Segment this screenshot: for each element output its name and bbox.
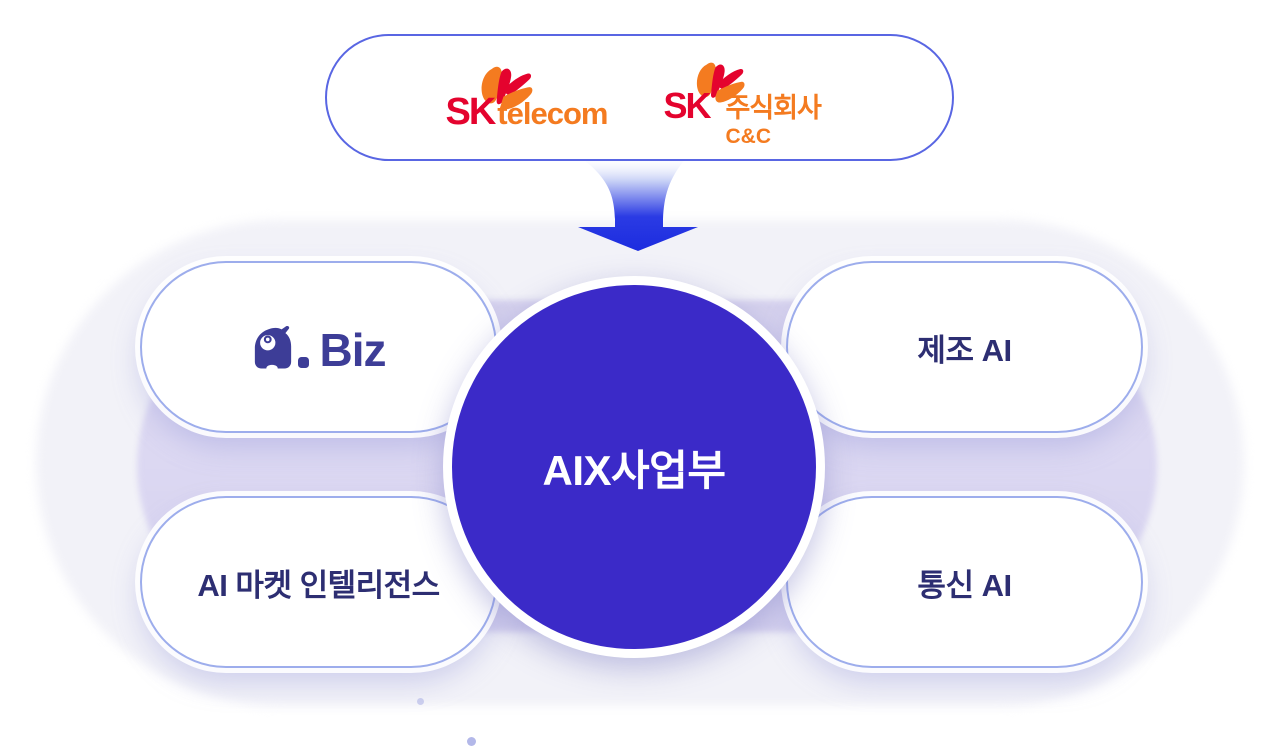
- decor-dot: [417, 698, 424, 705]
- sk-telecom-logo: SK telecom: [446, 65, 608, 131]
- a-biz-logo: Biz: [252, 323, 387, 376]
- sk-text: SK: [663, 84, 712, 126]
- sk-telecom-wordmark: SK telecom: [445, 90, 609, 133]
- parent-companies-capsule: SK telecom SK 주식회사 C&C: [325, 34, 954, 161]
- sk-text: SK: [445, 90, 497, 133]
- aix-division-label: AIX사업부: [542, 446, 726, 494]
- sk-cnc-logo: SK 주식회사 C&C: [664, 61, 834, 147]
- unit-pill-manufacturing-ai: 제조 AI: [786, 261, 1143, 433]
- sk-cnc-wordmark: SK 주식회사 C&C: [663, 84, 822, 148]
- cnc-text: C&C: [725, 124, 772, 148]
- a-dot-icon: [254, 325, 291, 368]
- unit-pill-telecom-ai: 통신 AI: [786, 496, 1143, 668]
- unit-pill-a-biz: Biz: [140, 261, 497, 433]
- decor-dot: [467, 737, 476, 746]
- unit-pill-ai-market-intelligence: AI 마켓 인텔리전스: [140, 496, 497, 668]
- sk-butterfly-icon: [481, 66, 532, 109]
- biz-wordmark: Biz: [319, 323, 387, 376]
- down-arrow-icon: [578, 157, 698, 251]
- aix-division-circle: AIX사업부: [443, 276, 825, 658]
- unit-label: 제조 AI: [917, 332, 1012, 368]
- cnc-text-column: 주식회사 C&C: [725, 92, 822, 148]
- a-dot-period: [297, 356, 309, 368]
- unit-label: AI 마켓 인텔리전스: [197, 567, 440, 603]
- jusikhoesa-text: 주식회사: [725, 92, 822, 123]
- telecom-text: telecom: [497, 95, 608, 131]
- unit-label: 통신 AI: [917, 567, 1012, 603]
- sk-butterfly-icon: [696, 62, 745, 103]
